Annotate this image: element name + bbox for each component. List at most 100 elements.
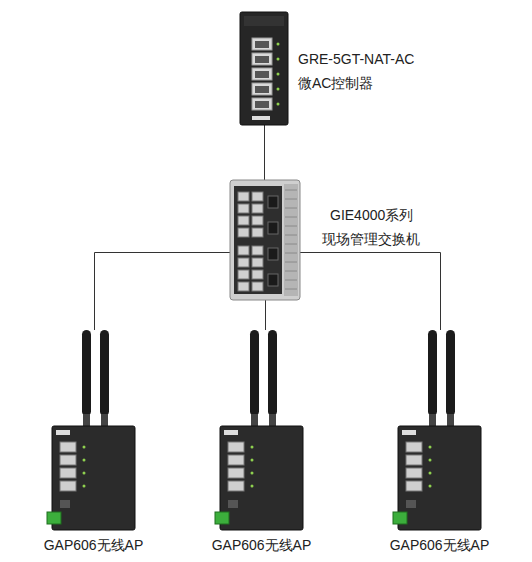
ethernet-port — [252, 270, 263, 279]
ethernet-port — [252, 282, 263, 291]
heat-sink — [284, 184, 298, 296]
fiber-port — [268, 274, 278, 286]
device-top — [244, 16, 284, 26]
antenna — [250, 330, 259, 416]
port-socket — [255, 86, 269, 93]
ethernet-port — [238, 216, 249, 225]
status-led — [83, 472, 86, 475]
ethernet-port — [252, 83, 272, 95]
status-led — [429, 472, 432, 475]
ap-body — [220, 426, 303, 530]
fiber-port — [268, 248, 278, 260]
brand-mark — [252, 116, 270, 120]
ethernet-port — [238, 192, 249, 201]
brand-mark — [56, 430, 70, 435]
status-led — [251, 472, 254, 475]
device-label: GIE4000系列 — [330, 206, 413, 224]
heat-fin — [285, 235, 297, 236]
ethernet-port — [60, 442, 76, 452]
power-terminal — [393, 512, 407, 524]
antenna — [268, 330, 277, 416]
console-port — [406, 500, 416, 508]
ethernet-port — [228, 455, 244, 465]
antenna — [82, 330, 91, 416]
ethernet-port — [238, 270, 249, 279]
heat-fin — [285, 217, 297, 218]
ap-body — [52, 426, 135, 530]
network-link — [264, 125, 265, 180]
ap-node: GAP606无线AP — [220, 330, 303, 530]
ethernet-port — [228, 442, 244, 452]
status-led — [277, 88, 280, 91]
port-socket — [255, 101, 269, 108]
antenna — [428, 330, 437, 416]
device-label: 微AC控制器 — [298, 74, 373, 92]
fiber-port — [268, 222, 278, 234]
ethernet-port — [252, 68, 272, 80]
ap-body — [398, 426, 481, 530]
status-led — [277, 58, 280, 61]
switch-housing — [230, 180, 300, 300]
device-label: 现场管理交换机 — [322, 230, 420, 248]
console-port — [60, 500, 70, 508]
ethernet-port — [238, 246, 249, 255]
ap-illustration — [52, 330, 135, 530]
port-socket — [255, 41, 269, 48]
device-body — [240, 12, 288, 125]
heat-fin — [285, 244, 297, 245]
status-led — [83, 485, 86, 488]
switch-illustration — [230, 180, 300, 300]
ethernet-port — [238, 204, 249, 213]
ap-illustration — [398, 330, 481, 530]
ac-node: GRE-5GT-NAT-AC微AC控制器 — [240, 12, 288, 125]
heat-fin — [285, 271, 297, 272]
heat-fin — [285, 280, 297, 281]
network-link — [95, 253, 231, 331]
ethernet-port — [252, 246, 263, 255]
status-led — [277, 103, 280, 106]
ac-illustration — [240, 12, 288, 125]
ap-node: GAP606无线AP — [52, 330, 135, 530]
ethernet-port — [252, 192, 263, 201]
device-label: GAP606无线AP — [180, 536, 343, 554]
power-terminal — [47, 512, 61, 524]
ethernet-port — [238, 228, 249, 237]
brand-mark — [402, 430, 416, 435]
ethernet-port — [406, 481, 422, 491]
switch-node: GIE4000系列现场管理交换机 — [230, 180, 300, 300]
status-led — [251, 459, 254, 462]
ethernet-port — [252, 258, 263, 267]
ethernet-port — [60, 468, 76, 478]
ethernet-port — [228, 481, 244, 491]
ethernet-port — [238, 282, 249, 291]
ethernet-port — [406, 442, 422, 452]
antenna — [100, 330, 109, 416]
heat-fin — [285, 289, 297, 290]
ethernet-port — [406, 468, 422, 478]
heat-fin — [285, 199, 297, 200]
ethernet-port — [60, 455, 76, 465]
ethernet-port — [60, 481, 76, 491]
status-led — [83, 459, 86, 462]
device-label: GRE-5GT-NAT-AC — [298, 50, 414, 68]
heat-fin — [285, 226, 297, 227]
status-led — [277, 73, 280, 76]
ethernet-port — [252, 204, 263, 213]
status-led — [429, 446, 432, 449]
front-panel — [234, 186, 282, 294]
status-led — [251, 446, 254, 449]
brand-mark — [224, 430, 238, 435]
ethernet-port — [252, 98, 272, 110]
ap-illustration — [220, 330, 303, 530]
console-port — [228, 500, 238, 508]
status-led — [251, 485, 254, 488]
status-led — [277, 43, 280, 46]
ethernet-port — [252, 216, 263, 225]
status-led — [83, 446, 86, 449]
heat-fin — [285, 208, 297, 209]
heat-fin — [285, 253, 297, 254]
port-socket — [255, 56, 269, 63]
heat-fin — [285, 262, 297, 263]
ethernet-port — [252, 53, 272, 65]
power-terminal — [215, 512, 229, 524]
